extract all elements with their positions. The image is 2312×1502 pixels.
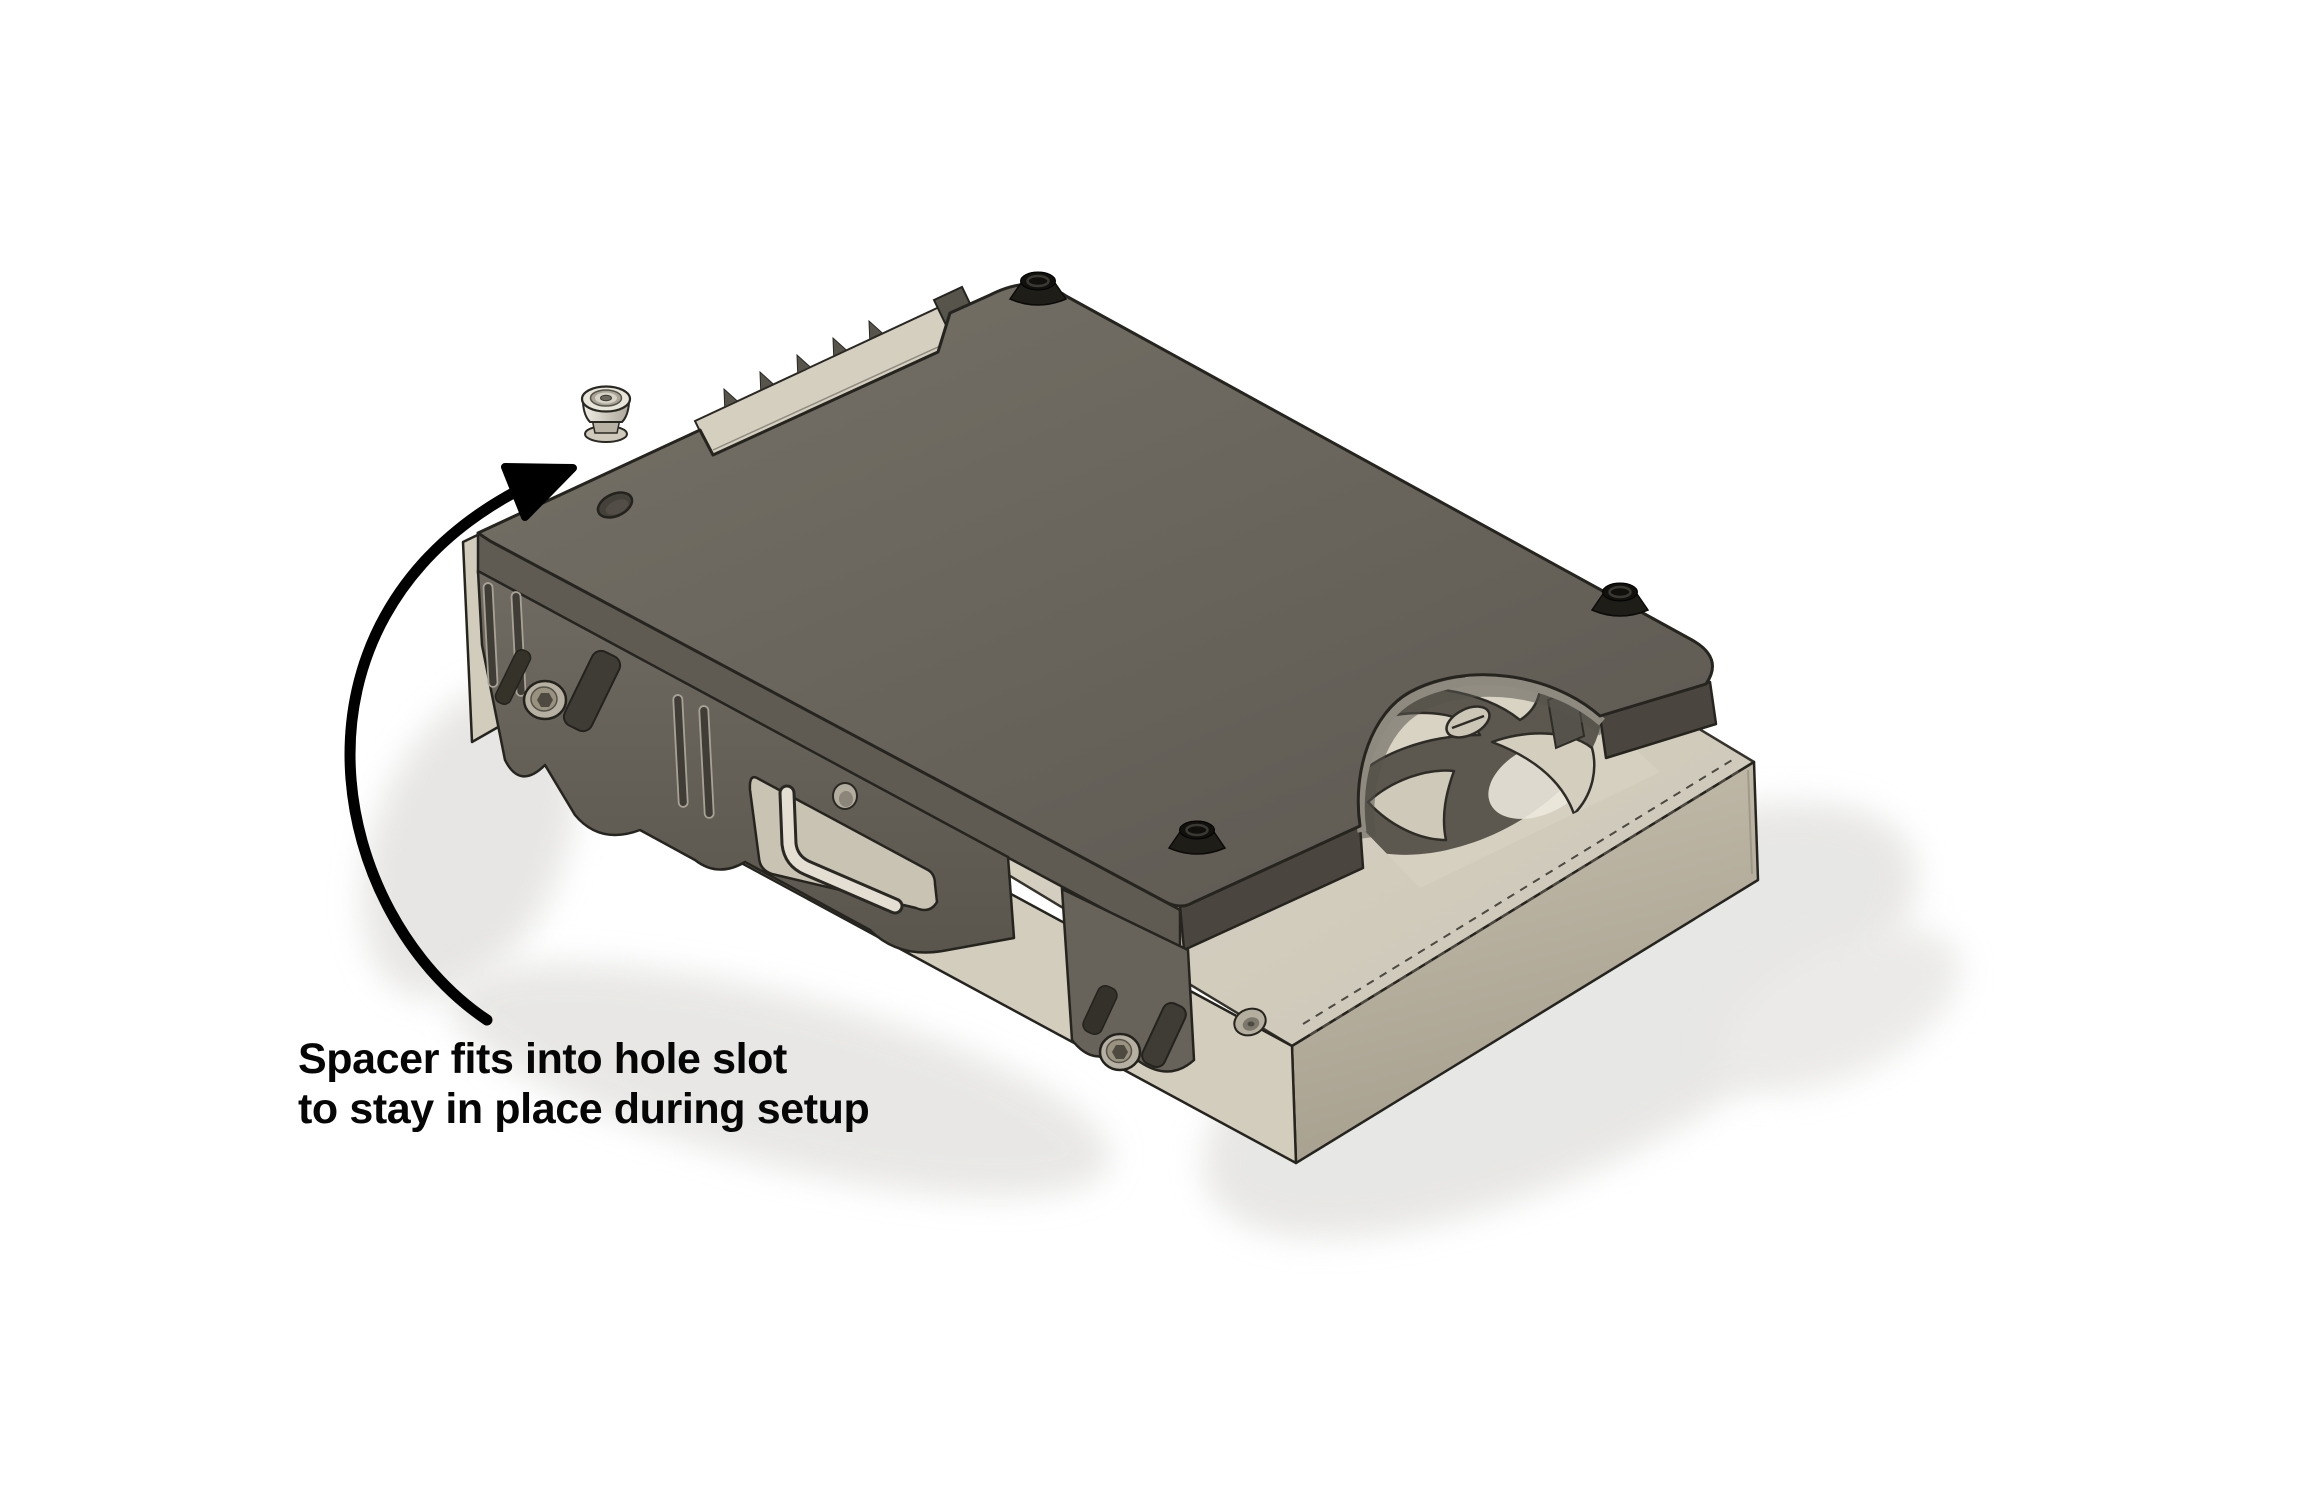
- clip-tab: [562, 649, 622, 733]
- clip-tab: [1082, 984, 1118, 1036]
- clip-tab: [494, 649, 532, 705]
- arrowhead-icon: [501, 463, 577, 521]
- flange-window: [748, 776, 939, 915]
- silver-screw: [1098, 1032, 1142, 1072]
- fan-blade: [1490, 732, 1596, 816]
- front-face-screw-hole: [1233, 1007, 1267, 1037]
- black-screw: [1590, 582, 1650, 617]
- flange-details: [482, 582, 1196, 1073]
- annotation-line-1: Spacer fits into hole slot: [298, 1035, 787, 1083]
- vent-slot: [482, 582, 715, 819]
- black-screw: [1167, 820, 1227, 855]
- annotation-line-2: to stay in place during setup: [298, 1085, 870, 1133]
- annotation-arrow: [344, 463, 577, 1026]
- silver-screw: [522, 679, 568, 721]
- fan-blade: [1366, 769, 1456, 842]
- clip-tab: [1141, 1001, 1187, 1069]
- plate-hole-slot: [596, 491, 634, 519]
- stitched-edge: [1302, 756, 1745, 1037]
- spacer-part: [580, 385, 632, 443]
- connector-pins: [723, 319, 884, 408]
- front-corner-bracket: [1060, 886, 1196, 1073]
- annotation-caption: Spacer fits into hole slot to stay in pl…: [298, 1034, 870, 1134]
- black-screws: [1008, 271, 1650, 855]
- black-screw: [1008, 271, 1068, 306]
